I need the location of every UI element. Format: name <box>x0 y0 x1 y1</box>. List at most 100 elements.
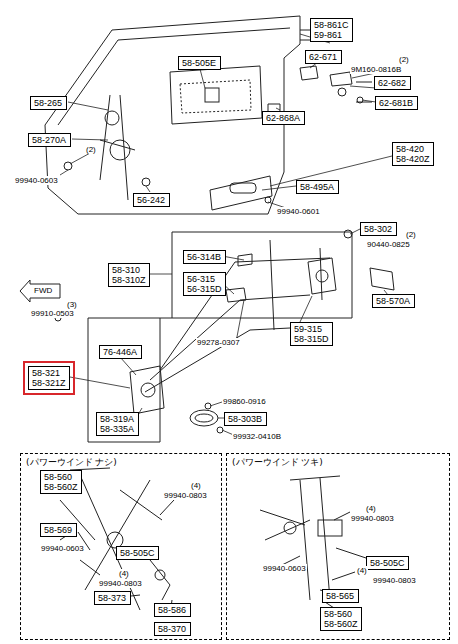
small-parts-stroke <box>330 72 352 86</box>
door-panel-stroke <box>170 66 262 124</box>
lock-frame <box>88 232 352 442</box>
part-number: 58-570A <box>376 296 411 306</box>
part-number: 58-565 <box>326 591 355 601</box>
quantity: (4) <box>190 481 202 490</box>
leader-lines-stroke <box>60 102 150 192</box>
callout-number: 99932-0410B <box>232 432 282 441</box>
part-number-box: 58-32158-321Z <box>28 366 70 390</box>
part-number-box: 58-302 <box>360 222 397 236</box>
part-number: 58-310 <box>112 265 146 275</box>
callout-number: FWD <box>33 286 53 295</box>
callout-number: 99860-0916 <box>222 397 267 406</box>
part-number-box: 56-314B <box>183 250 226 264</box>
part-number: 62-868A <box>266 113 301 123</box>
part-number: 58-370 <box>158 624 187 634</box>
part-number-box: 62-681B <box>375 96 418 110</box>
part-number-box: 76-446A <box>99 345 142 359</box>
lock-rods-latch-stroke <box>226 288 246 302</box>
callout-number: 90440-0825 <box>366 240 411 249</box>
lock-rods-latch-stroke <box>141 383 155 397</box>
part-number: 58-270A <box>32 135 67 145</box>
part-number-box: 62-682 <box>374 76 411 90</box>
quantity: (3) <box>66 300 78 309</box>
quantity: (2) <box>405 230 417 239</box>
small-parts-stroke <box>230 183 256 193</box>
regulator-power-stroke <box>320 548 372 612</box>
part-number-box: 58-31058-310Z <box>108 263 150 287</box>
part-number-box: 58-505E <box>178 56 221 70</box>
lock-rods-latch-stroke <box>316 270 328 282</box>
part-number: 58-505C <box>370 558 405 568</box>
part-number: 58-569 <box>44 525 73 535</box>
part-number: 56-315 <box>187 274 222 284</box>
lock-rods-latch-stroke <box>145 258 330 392</box>
lock-rods-latch-stroke <box>190 410 218 426</box>
lock-rods-latch-stroke <box>270 240 322 330</box>
part-number: 58-560 <box>324 609 358 619</box>
part-number: 58-560Z <box>44 482 78 492</box>
part-number: 58-265 <box>34 98 63 108</box>
callout-number: 99940-0803 <box>98 579 143 588</box>
part-number: 58-303B <box>228 414 263 424</box>
door-panel-stroke <box>110 140 130 160</box>
part-number: 58-495A <box>300 182 335 192</box>
part-number: 58-321 <box>32 368 66 378</box>
callout-number: 99910-0503 <box>30 309 75 318</box>
small-parts-stroke <box>300 66 318 80</box>
part-number-box: 56-242 <box>133 193 170 207</box>
part-number: 58-310Z <box>112 275 146 285</box>
part-number-box: 58-265 <box>30 96 67 110</box>
quantity: (4) <box>118 569 130 578</box>
part-number: 56-315D <box>187 284 222 294</box>
regulator-power-stroke <box>290 476 340 600</box>
leader-lines-stroke <box>60 282 312 388</box>
part-number: 59-315 <box>294 324 329 334</box>
lock-rods-latch-stroke <box>308 258 336 294</box>
part-number-box: 58-319A58-335A <box>96 412 139 436</box>
lock-frame-stroke <box>160 232 352 318</box>
part-number: 58-420 <box>396 144 430 154</box>
regulator-manual-stroke <box>155 570 165 580</box>
part-number-box: 58-861C59-861 <box>310 18 353 42</box>
lock-rods-latch-stroke <box>238 254 252 266</box>
part-number-box: 58-370 <box>154 622 191 636</box>
part-number: 58-861C <box>314 20 349 30</box>
part-number-box: 62-671 <box>305 50 342 64</box>
quantity: (2) <box>85 145 97 154</box>
part-number-box: 56-31556-315D <box>183 272 226 296</box>
leader-lines <box>60 34 392 436</box>
callout-number: 99940-0601 <box>276 207 321 216</box>
door-panel-stroke <box>105 111 119 125</box>
quantity: (4) <box>365 504 377 513</box>
part-number: 58-315D <box>294 334 329 344</box>
part-number-box: 58-56058-560Z <box>320 607 362 631</box>
part-number: 58-319A <box>100 414 135 424</box>
door-panel-stroke <box>58 28 290 125</box>
part-number: 58-560Z <box>324 619 358 629</box>
part-number-box: 58-303B <box>224 412 267 426</box>
part-number-box: 58-270A <box>28 133 71 147</box>
fwd-arrow-stroke <box>20 280 60 302</box>
part-number-box: 58-495A <box>296 180 339 194</box>
lock-rods-latch-stroke <box>370 268 394 290</box>
callout-number: 99940-0803 <box>350 514 395 523</box>
door-panel-stroke <box>180 80 251 113</box>
callout-number: 9M160-0816B <box>350 65 402 74</box>
part-number: 56-242 <box>137 195 166 205</box>
part-number: 58-335A <box>100 424 135 434</box>
small-parts-stroke <box>356 82 372 102</box>
callout-number: 99940-0603 <box>14 176 59 185</box>
regulator-power-stroke <box>318 520 342 536</box>
part-number: 58-373 <box>98 593 127 603</box>
callout-number: 99278-0307 <box>196 338 241 347</box>
leader-lines-stroke <box>262 108 392 208</box>
small-parts-stroke <box>338 88 346 96</box>
part-number: 58-560 <box>44 472 78 482</box>
part-number: 58-505C <box>120 548 155 558</box>
regulator-manual-stroke <box>150 560 170 600</box>
door-panel-stroke <box>205 88 219 102</box>
leader-lines-stroke <box>146 228 392 300</box>
callout-number: 99940-0603 <box>262 564 307 573</box>
callout-number: 99940-0603 <box>40 544 85 553</box>
